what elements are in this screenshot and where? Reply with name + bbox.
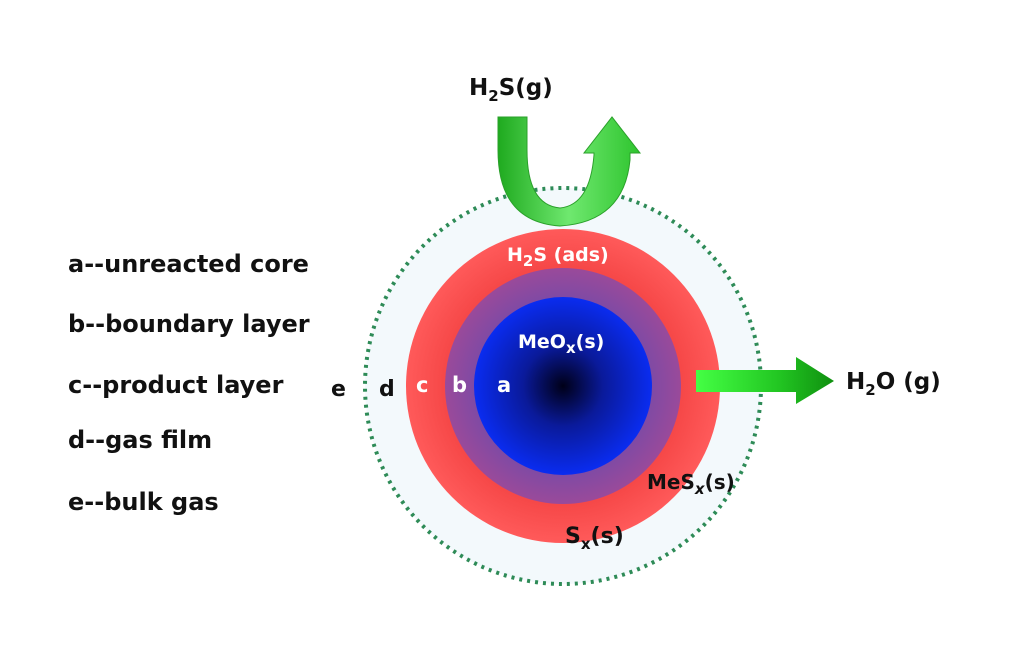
label-h2o-gas: H2O (g) bbox=[846, 369, 941, 399]
label-h2s-ads: H2S (ads) bbox=[507, 244, 609, 270]
label-mesx: MeSx(s) bbox=[647, 470, 735, 498]
legend-item-c: c--product layer bbox=[68, 371, 284, 399]
legend-item-a: a--unreacted core bbox=[68, 250, 309, 278]
label-sx: Sx(s) bbox=[565, 524, 624, 553]
legend-item-d: d--gas film bbox=[68, 426, 212, 454]
label-h2s-gas: H2S(g) bbox=[469, 75, 553, 105]
layer-letter-b: b bbox=[452, 373, 467, 397]
h2o-out-arrow bbox=[696, 357, 834, 404]
legend-item-b: b--boundary layer bbox=[68, 310, 310, 338]
h2s-u-arrow bbox=[497, 116, 642, 227]
layer-letter-c: c bbox=[416, 373, 428, 397]
legend-item-e: e--bulk gas bbox=[68, 488, 219, 516]
layer-letter-a: a bbox=[497, 373, 511, 397]
layer-letter-e: e bbox=[331, 377, 346, 402]
layer-letter-d: d bbox=[379, 377, 395, 402]
unreacted-core-circle bbox=[474, 297, 652, 475]
label-meox: MeOx(s) bbox=[518, 331, 604, 357]
